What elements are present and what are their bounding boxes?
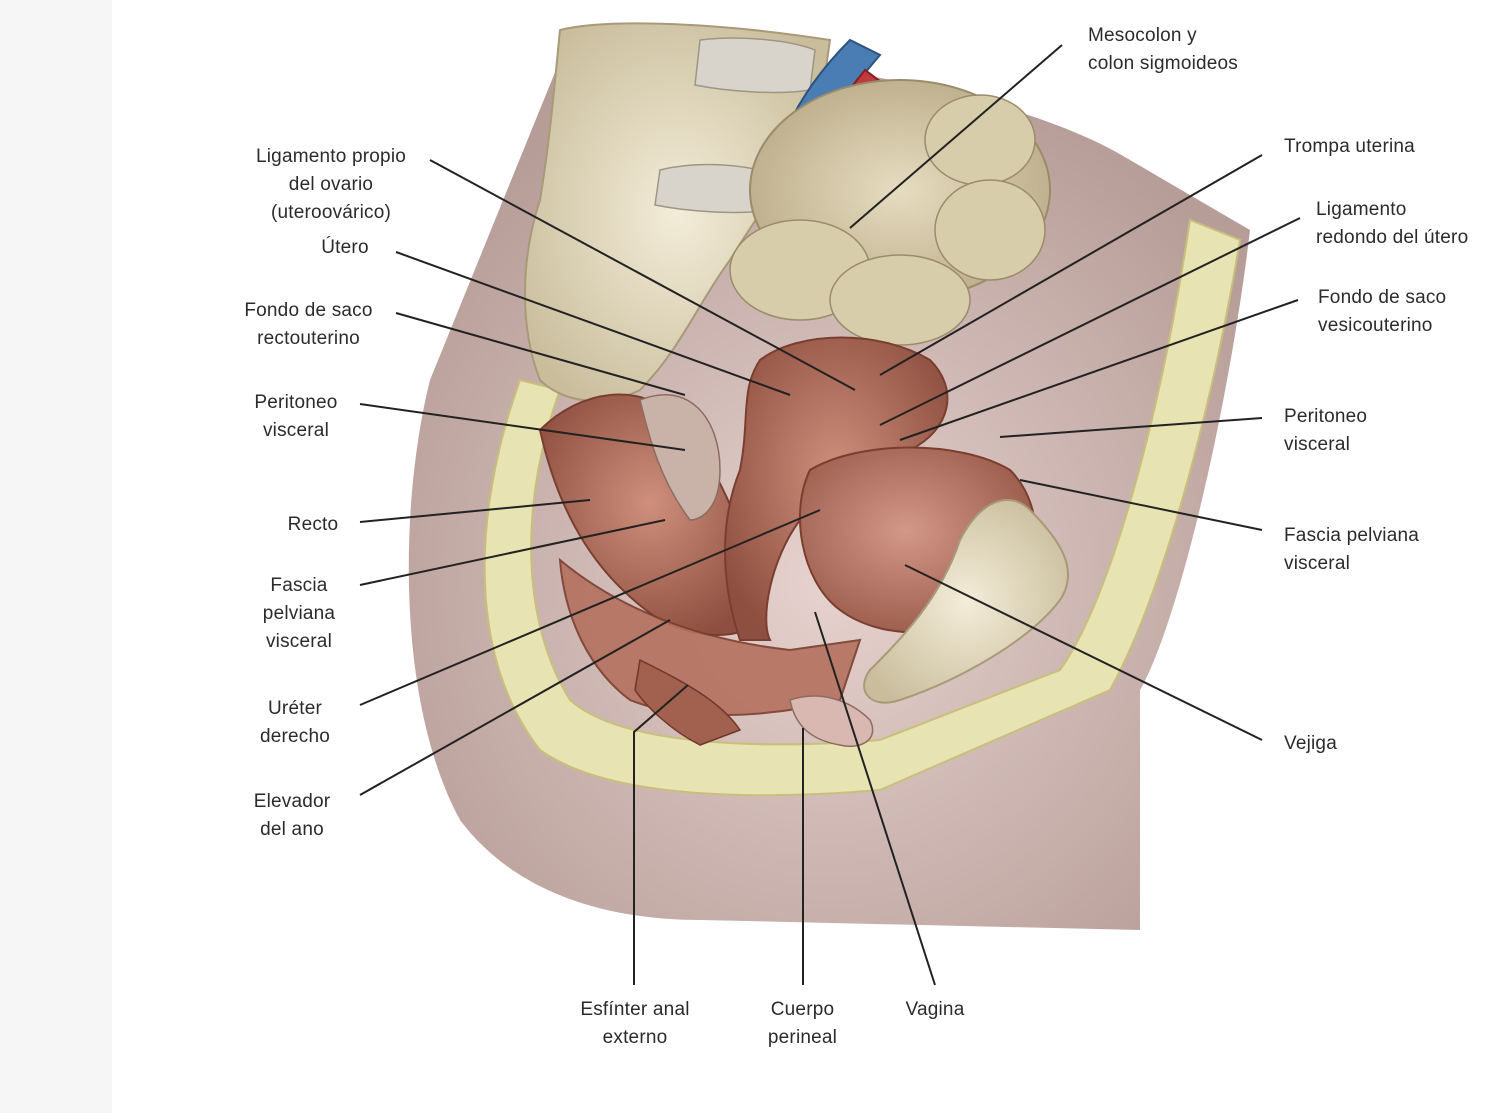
label-pelvic-fascia-left: Fascia pelviana visceral: [262, 575, 336, 652]
leader-line-vesicouterine-pouch: [899, 299, 1299, 441]
label-levator-ani: Elevador del ano: [253, 791, 331, 840]
label-peritoneum-left: Peritoneo visceral: [254, 392, 338, 441]
label-external-anal-sphincter: Esfínter anal externo: [580, 999, 690, 1048]
leader-line-peritoneum-right: [999, 417, 1263, 438]
leader-line-uterine-tube: [879, 154, 1263, 376]
label-perineal-body: Cuerpo perineal: [767, 999, 838, 1048]
leader-line-anal-sphincter: [633, 684, 689, 985]
label-rectouterine-pouch: Fondo de saco rectouterino: [244, 300, 373, 349]
leader-line-vagina: [814, 611, 936, 986]
label-uterus: Útero: [321, 237, 369, 258]
leader-line-rectouterine-pouch: [395, 312, 686, 396]
leader-line-pelvic-fascia-right: [1019, 479, 1263, 531]
leader-line-levator-ani: [359, 619, 671, 796]
leader-line-peritoneum-left: [359, 403, 686, 451]
leader-line-rectum: [359, 499, 591, 523]
label-pelvic-fascia-right: Fascia pelviana visceral: [1284, 525, 1420, 574]
leader-line-round-ligament: [879, 217, 1301, 426]
label-ovarian-ligament: Ligamento propio del ovario (uteroováric…: [255, 146, 407, 223]
label-vesicouterine-pouch: Fondo de saco vesicouterino: [1318, 287, 1447, 336]
label-mesocolon: Mesocolon y colon sigmoideos: [1088, 25, 1239, 74]
anal-sphincter: [634, 658, 742, 746]
fat-layer: [483, 218, 1242, 797]
sigmoid-colon: [729, 79, 1051, 346]
label-uterine-tube: Trompa uterina: [1284, 136, 1415, 157]
rectouterine-pouch: [639, 394, 721, 521]
label-rectum: Recto: [287, 514, 339, 535]
leader-lines: [359, 44, 1301, 986]
label-right-ureter: Uréter derecho: [259, 698, 331, 747]
label-round-ligament: Ligamento redondo del útero: [1316, 199, 1469, 248]
image-left-margin: [0, 0, 112, 1113]
leader-line-right-ureter: [359, 509, 821, 706]
levator-ani: [558, 557, 862, 716]
intervertebral-disc: [694, 37, 816, 94]
sacrum-spine: [524, 22, 832, 402]
label-bladder: Vejiga: [1284, 733, 1337, 754]
leader-line-ovarian-ligament: [429, 159, 856, 391]
leader-line-mesocolon: [849, 44, 1063, 229]
pubic-bone: [863, 499, 1070, 704]
perineum: [789, 695, 874, 747]
label-vagina: Vagina: [905, 999, 965, 1020]
leader-line-pelvic-fascia-left: [359, 519, 666, 586]
leader-line-bladder: [904, 564, 1263, 741]
leader-line-uterus: [395, 251, 791, 396]
label-peritoneum-right: Peritoneo visceral: [1284, 406, 1368, 455]
